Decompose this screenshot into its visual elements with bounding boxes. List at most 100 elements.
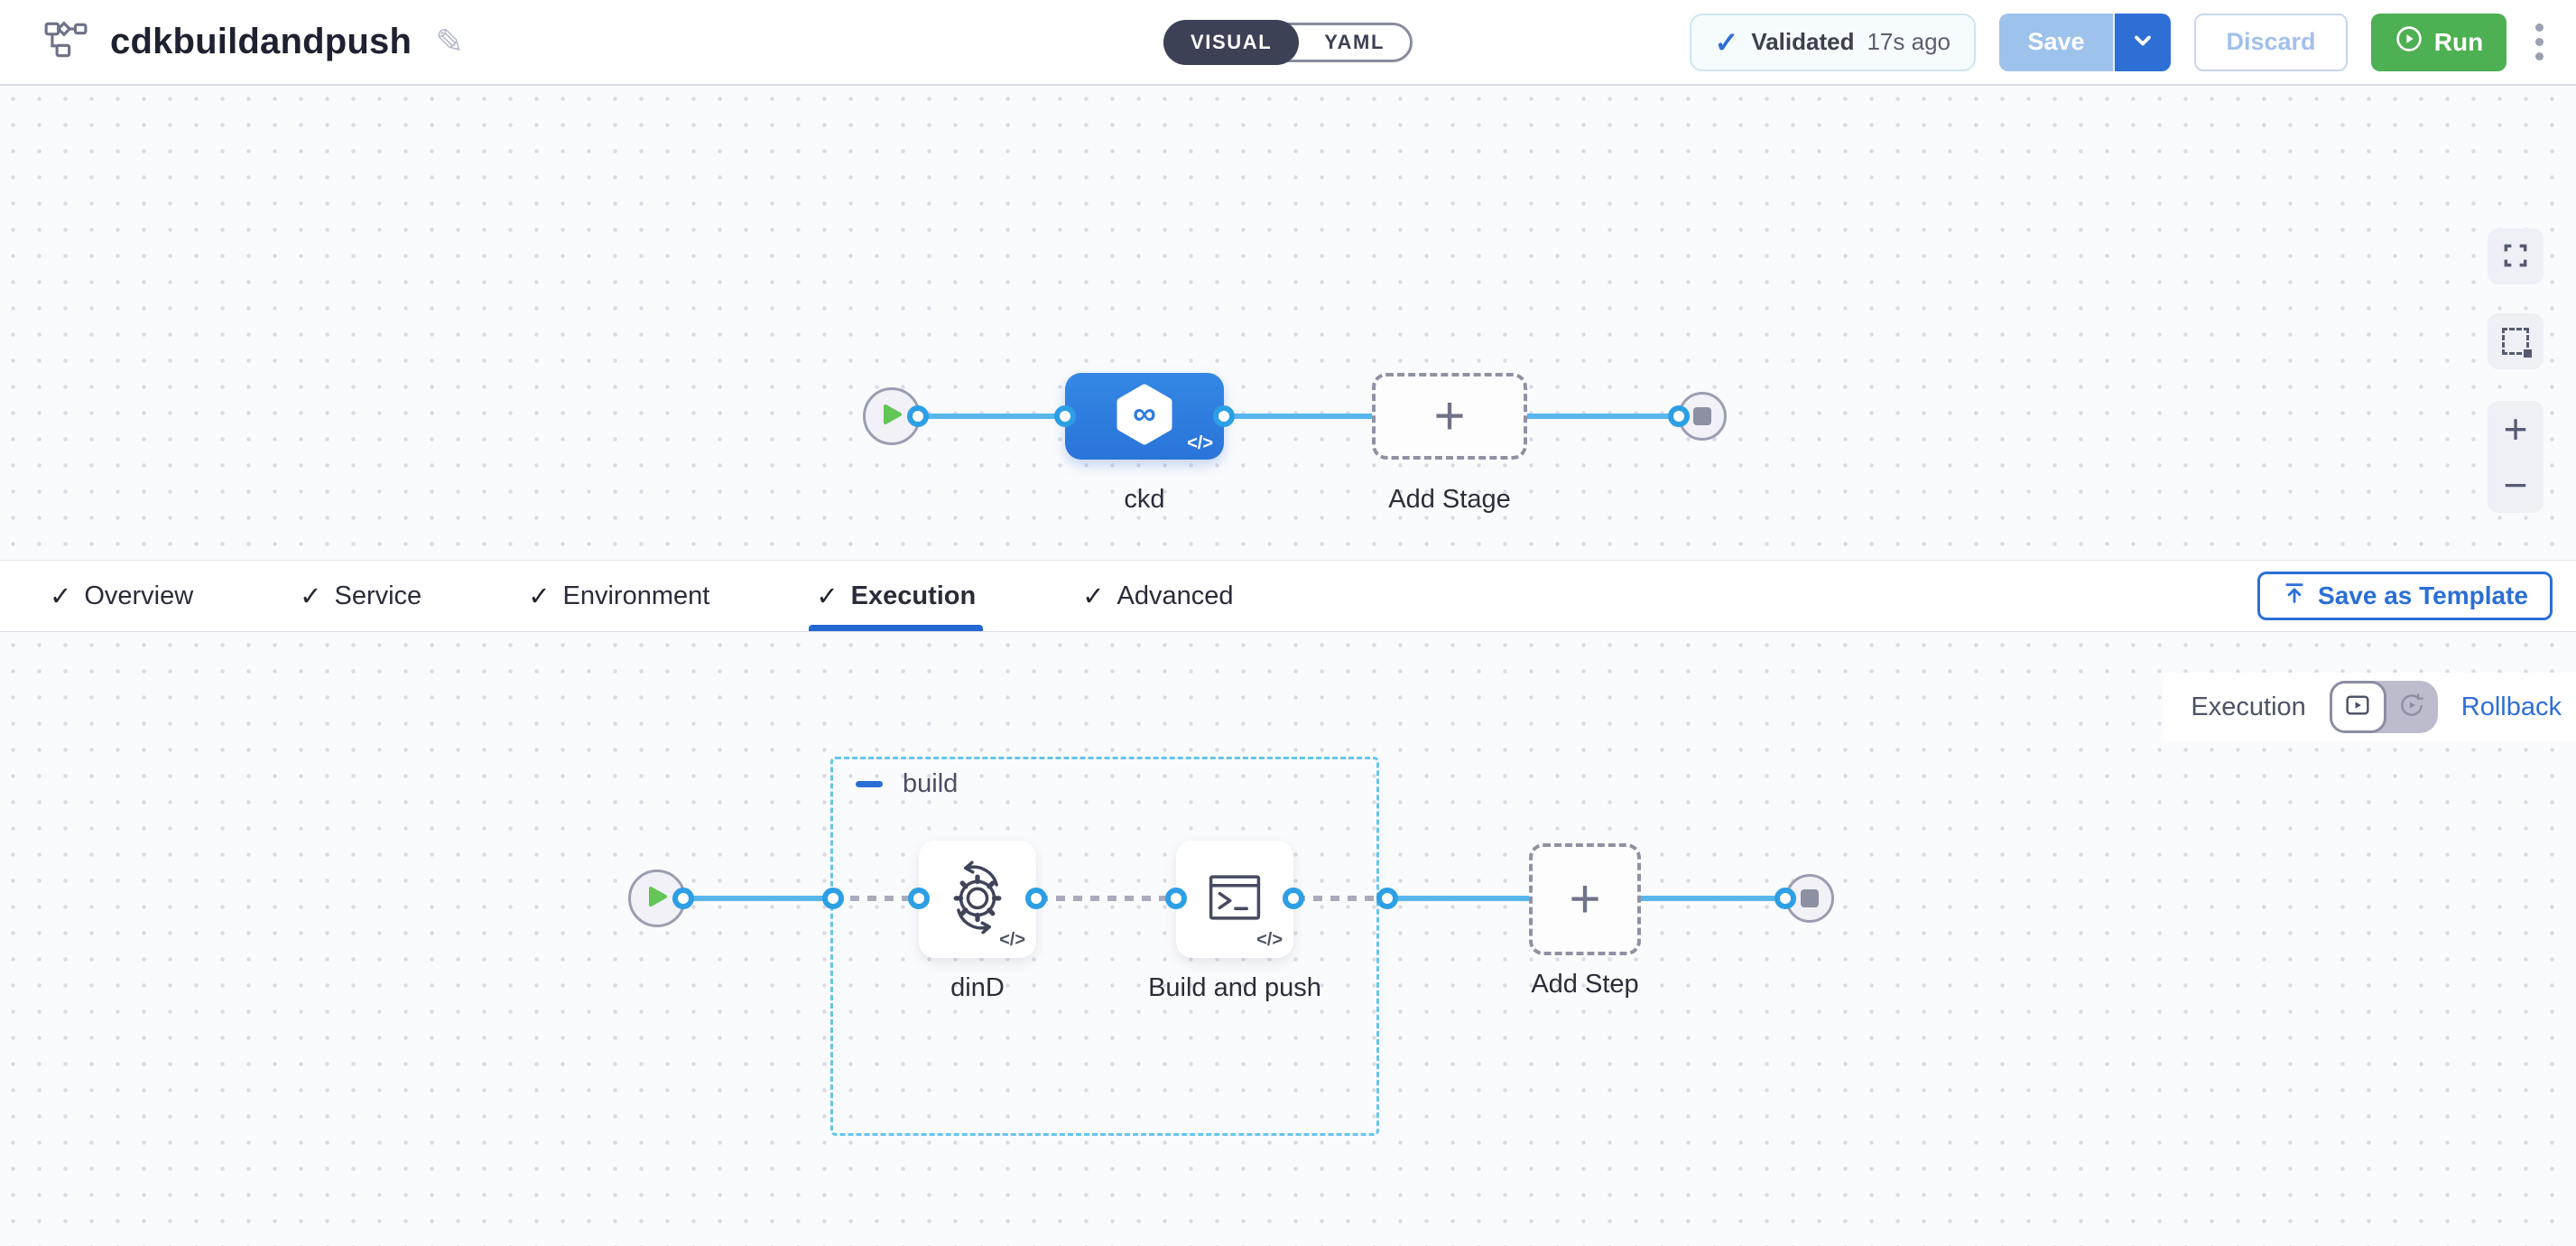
discard-button[interactable]: Discard: [2194, 13, 2348, 71]
pipeline-header: cdkbuildandpush ✎ VISUAL YAML ✓ Validate…: [0, 0, 2576, 86]
check-icon: ✓: [50, 581, 72, 611]
code-view-icon[interactable]: </>: [1256, 930, 1283, 950]
execution-rollback-toggle[interactable]: [2329, 681, 2438, 733]
code-view-icon[interactable]: </>: [999, 930, 1025, 950]
validation-status-badge[interactable]: ✓ Validated 17s ago: [1689, 13, 1976, 71]
stage-node-ckd[interactable]: ∞ </>: [1065, 373, 1224, 460]
cd-stage-hexagon-icon: ∞: [1113, 383, 1176, 451]
play-window-icon: [2343, 691, 2372, 724]
connector-dot: [907, 405, 929, 427]
tab-label: Service: [334, 581, 422, 610]
connector-line: [918, 414, 1679, 419]
step-node-build-and-push[interactable]: </>: [1176, 841, 1293, 958]
run-label: Run: [2433, 27, 2484, 56]
add-stage-button[interactable]: +: [1372, 373, 1527, 460]
fullscreen-button[interactable]: [2488, 228, 2544, 284]
tab-label: Environment: [562, 581, 710, 610]
connector-line-dashed: [833, 896, 1387, 901]
connector-dot: [908, 888, 930, 909]
fullscreen-icon: [2501, 241, 2530, 273]
visual-toggle-button[interactable]: VISUAL: [1163, 19, 1300, 65]
execution-mode-bar: Execution Rol: [2164, 673, 2576, 741]
tab-service[interactable]: ✓ Service: [300, 561, 422, 631]
infinity-icon: ∞: [1133, 395, 1156, 432]
check-icon: ✓: [1082, 581, 1105, 611]
more-options-kebab-icon[interactable]: [2530, 18, 2549, 66]
connector-dot: [1668, 405, 1690, 427]
add-step-button[interactable]: +: [1529, 843, 1641, 955]
add-step-label: Add Step: [1531, 970, 1639, 999]
upload-icon: [2282, 581, 2307, 612]
rollback-circular-play-icon: [2397, 691, 2426, 724]
step-group-build[interactable]: [830, 757, 1379, 1136]
terminal-window-icon: [1195, 858, 1274, 942]
connector-dot: [1213, 405, 1235, 427]
save-as-template-button[interactable]: Save as Template: [2257, 572, 2553, 620]
stage-name-label: ckd: [1124, 485, 1165, 514]
edit-pencil-icon[interactable]: ✎: [435, 23, 464, 61]
code-view-icon[interactable]: </>: [1187, 433, 1213, 453]
execution-view-segment[interactable]: [2329, 681, 2386, 733]
save-options-button[interactable]: [2115, 13, 2171, 71]
stop-square-icon: [1693, 407, 1711, 425]
step-node-dind[interactable]: </>: [919, 841, 1036, 958]
save-split-button: Save: [1999, 13, 2171, 71]
service-gear-sync-icon: [938, 858, 1017, 942]
run-button[interactable]: Run: [2371, 13, 2507, 71]
zoom-controls: + −: [2488, 401, 2544, 513]
connector-dot: [672, 888, 694, 909]
rollback-view-segment[interactable]: [2386, 691, 2438, 724]
tab-label: Overview: [84, 581, 194, 610]
save-as-template-label: Save as Template: [2318, 581, 2528, 609]
discard-label: Discard: [2226, 28, 2316, 55]
multi-select-button[interactable]: [2488, 313, 2544, 369]
stop-square-icon: [1801, 889, 1819, 907]
start-play-icon: [645, 884, 669, 914]
run-play-icon: [2395, 24, 2423, 60]
yaml-toggle-button[interactable]: YAML: [1324, 30, 1385, 53]
save-label: Save: [2027, 28, 2085, 55]
execution-canvas[interactable]: Execution Rol: [0, 632, 2576, 1246]
pipeline-end-node: [1678, 392, 1727, 441]
connector-dot: [1165, 888, 1187, 909]
zoom-out-button[interactable]: −: [2488, 457, 2544, 513]
stage-canvas[interactable]: ∞ </> + ckd Add Stage + −: [0, 86, 2576, 560]
connector-dot: [1054, 405, 1076, 427]
pipeline-graph-icon: [43, 18, 88, 66]
save-button[interactable]: Save: [1999, 13, 2115, 71]
validation-time: 17s ago: [1867, 28, 1951, 55]
check-icon: ✓: [816, 581, 839, 611]
header-actions: ✓ Validated 17s ago Save Discard: [1689, 13, 2550, 71]
connector-dot: [1283, 888, 1304, 909]
connector-dot: [1025, 888, 1047, 909]
marquee-select-icon: [2502, 328, 2532, 358]
step-name-label: Build and push: [1148, 973, 1321, 1002]
check-icon: ✓: [300, 581, 322, 611]
plus-icon: +: [1569, 869, 1601, 929]
rollback-link[interactable]: Rollback: [2460, 692, 2562, 721]
connector-line: [683, 896, 833, 901]
tab-execution[interactable]: ✓ Execution: [809, 561, 984, 631]
check-icon: ✓: [528, 581, 551, 611]
collapse-group-icon[interactable]: [856, 781, 883, 787]
connector-dot: [822, 888, 844, 909]
chevron-down-icon: [2130, 28, 2155, 56]
step-name-label: dinD: [950, 973, 1005, 1002]
execution-mode-label: Execution: [2191, 692, 2306, 721]
zoom-in-button[interactable]: +: [2488, 401, 2544, 457]
visual-yaml-toggle: VISUAL YAML: [1163, 19, 1413, 65]
tab-overview[interactable]: ✓ Overview: [50, 561, 193, 631]
step-group-header: build: [856, 769, 958, 799]
check-icon: ✓: [1714, 25, 1739, 59]
connector-dot: [1376, 888, 1398, 909]
pipeline-title: cdkbuildandpush: [110, 22, 412, 61]
connector-dot: [1774, 888, 1796, 909]
step-group-label: build: [903, 769, 959, 798]
tab-advanced[interactable]: ✓ Advanced: [1082, 561, 1233, 631]
validation-status-text: Validated: [1751, 28, 1855, 55]
add-stage-label: Add Stage: [1388, 485, 1511, 514]
tab-environment[interactable]: ✓ Environment: [528, 561, 709, 631]
tab-label: Execution: [850, 581, 977, 610]
stage-config-tabbar: ✓ Overview ✓ Service ✓ Environment ✓ Exe…: [0, 560, 2576, 632]
start-play-icon: [880, 402, 903, 432]
